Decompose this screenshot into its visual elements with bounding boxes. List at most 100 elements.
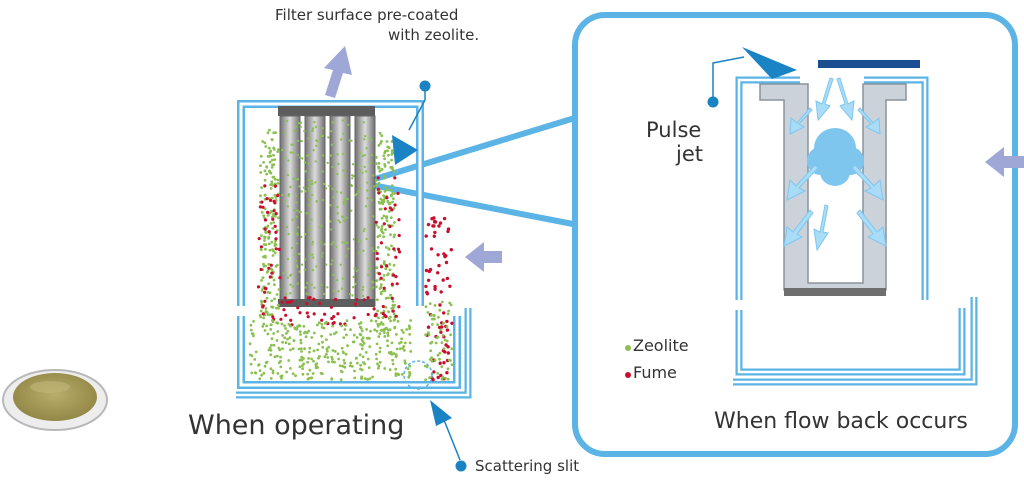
fume-particle	[383, 207, 387, 211]
fume-particle	[385, 196, 389, 200]
fume-particle	[258, 205, 262, 209]
zeolite-particle	[262, 161, 265, 164]
zeolite-particle	[260, 211, 264, 214]
zeolite-particle	[445, 339, 449, 343]
zeolite-particle	[266, 131, 270, 135]
zeolite-particle	[293, 129, 296, 133]
zeolite-particle	[433, 304, 437, 307]
zeolite-particle	[283, 336, 287, 340]
zeolite-particle	[308, 198, 311, 201]
zeolite-particle	[310, 336, 314, 339]
zeolite-particle	[432, 317, 436, 321]
zeolite-particle	[352, 275, 355, 279]
zeolite-particle	[354, 357, 358, 360]
zeolite-particle	[368, 377, 372, 380]
zeolite-particle	[269, 171, 273, 175]
zeolite-particle	[375, 184, 378, 187]
zeolite-particle	[371, 375, 374, 379]
zeolite-particle	[439, 328, 443, 332]
zeolite-particle	[366, 378, 370, 381]
zeolite-particle	[364, 170, 368, 173]
zeolite-particle	[378, 169, 382, 173]
zeolite-particle	[275, 354, 279, 358]
fume-particle	[377, 191, 381, 195]
fume-particle	[426, 278, 431, 282]
zeolite-particle	[274, 196, 278, 199]
zeolite-particle	[337, 357, 340, 361]
zeolite-particle	[320, 322, 324, 326]
zeolite-particle	[289, 367, 292, 370]
zeolite-particle	[300, 347, 303, 351]
zeolite-particle	[358, 170, 362, 173]
zeolite-particle	[349, 361, 353, 365]
zeolite-particle	[374, 352, 378, 356]
fume-particle	[426, 222, 431, 227]
fume-particle	[377, 272, 381, 276]
fume-particle	[256, 285, 261, 289]
zeolite-particle	[286, 258, 290, 261]
zeolite-particle	[299, 125, 302, 128]
zeolite-particle	[342, 219, 346, 222]
zeolite-particle	[281, 334, 284, 337]
zeolite-particle	[369, 161, 372, 165]
zeolite-particle	[374, 162, 378, 166]
zeolite-particle	[300, 358, 304, 362]
zeolite-particle	[294, 125, 298, 128]
fume-particle	[445, 371, 449, 375]
fume-particle	[282, 308, 286, 312]
zeolite-particle	[304, 190, 307, 193]
zeolite-particle	[301, 364, 304, 368]
zeolite-particle	[272, 343, 276, 347]
zeolite-particle	[260, 234, 263, 238]
fume-particle	[259, 267, 263, 272]
zeolite-particle	[355, 336, 359, 339]
zeolite-particle	[259, 194, 262, 198]
zeolite-particle	[409, 350, 413, 353]
zeolite-particle	[380, 140, 383, 143]
zeolite-particle	[318, 226, 321, 229]
fume-particle	[393, 203, 397, 207]
zeolite-particle	[406, 367, 410, 371]
zeolite-particle	[440, 300, 444, 304]
zeolite-particle	[428, 358, 432, 361]
zeolite-particle	[298, 358, 302, 362]
zeolite-particle	[314, 363, 318, 366]
zeolite-particle	[308, 253, 311, 257]
zeolite-particle	[448, 301, 452, 305]
zeolite-particle	[265, 310, 269, 314]
zeolite-particle	[310, 179, 313, 183]
zeolite-particle	[380, 224, 384, 228]
zeolite-particle	[315, 139, 318, 142]
zeolite-particle	[359, 377, 363, 380]
zeolite-particle	[409, 319, 413, 322]
zeolite-particle	[368, 262, 371, 266]
zeolite-particle	[274, 131, 277, 135]
zeolite-particle	[376, 322, 380, 326]
zeolite-particle	[292, 177, 295, 180]
zeolite-particle	[300, 139, 303, 143]
zeolite-particle	[294, 374, 297, 378]
zeolite-particle	[382, 274, 386, 277]
zeolite-particle	[263, 207, 267, 211]
fume-particle	[393, 176, 397, 180]
zeolite-particle	[266, 155, 270, 158]
zeolite-particle	[383, 151, 387, 155]
zeolite-particle	[408, 371, 411, 374]
zeolite-particle	[267, 235, 271, 239]
zeolite-particle	[446, 377, 450, 381]
zeolite-particle	[335, 279, 339, 282]
zeolite-particle	[361, 340, 365, 343]
zeolite-particle	[367, 273, 370, 276]
zeolite-particle	[298, 365, 302, 369]
zeolite-particle	[299, 341, 303, 345]
zeolite-particle	[253, 371, 257, 375]
zeolite-particle	[301, 263, 304, 266]
zeolite-particle	[333, 332, 336, 336]
zeolite-particle	[304, 233, 307, 236]
zeolite-particle	[358, 239, 362, 242]
zeolite-particle	[303, 161, 307, 164]
zeolite-particle	[282, 272, 285, 275]
fume-particle	[390, 208, 394, 212]
zeolite-particle	[389, 193, 393, 197]
zeolite-particle	[272, 213, 275, 216]
